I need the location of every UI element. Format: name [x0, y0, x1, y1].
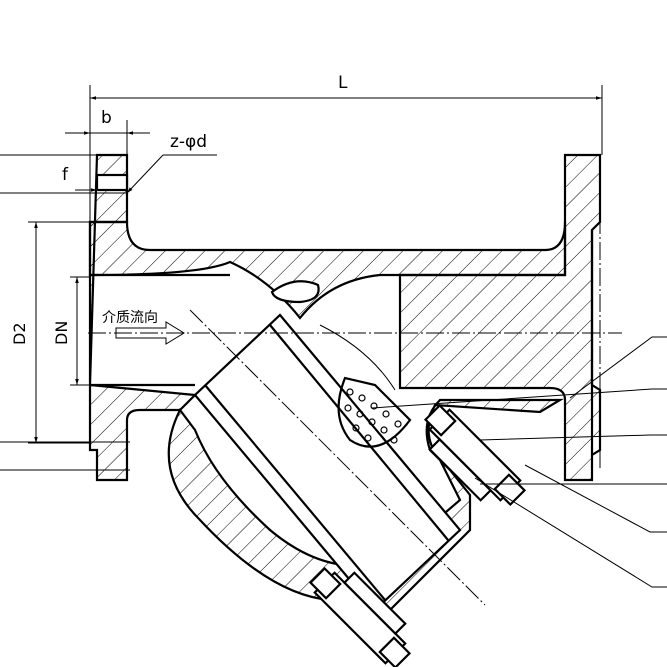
label-flow-direction: 介质流向: [102, 310, 158, 326]
label-b: b: [101, 108, 112, 128]
label-DN: DN: [52, 321, 71, 345]
label-f: f: [62, 165, 69, 185]
valve-body: [88, 153, 602, 622]
flow-arrow-icon: [115, 321, 185, 345]
screen-centerline: [189, 309, 486, 606]
flow-direction: 介质流向: [102, 310, 185, 345]
cover-bolts: [308, 403, 527, 667]
dimension-f: f: [0, 154, 127, 194]
bolt-hole-callout: z-φd: [126, 132, 217, 194]
dimension-D2: D2: [10, 221, 90, 444]
label-L: L: [338, 73, 348, 93]
dimension-b: b: [65, 108, 150, 155]
label-z-phi-d: z-φd: [170, 132, 207, 152]
dimension-DN: DN: [52, 276, 90, 386]
label-D2: D2: [10, 323, 29, 346]
part-leaders: [371, 336, 667, 588]
dimension-L: L: [89, 73, 603, 222]
strainer-screen: [193, 313, 462, 612]
